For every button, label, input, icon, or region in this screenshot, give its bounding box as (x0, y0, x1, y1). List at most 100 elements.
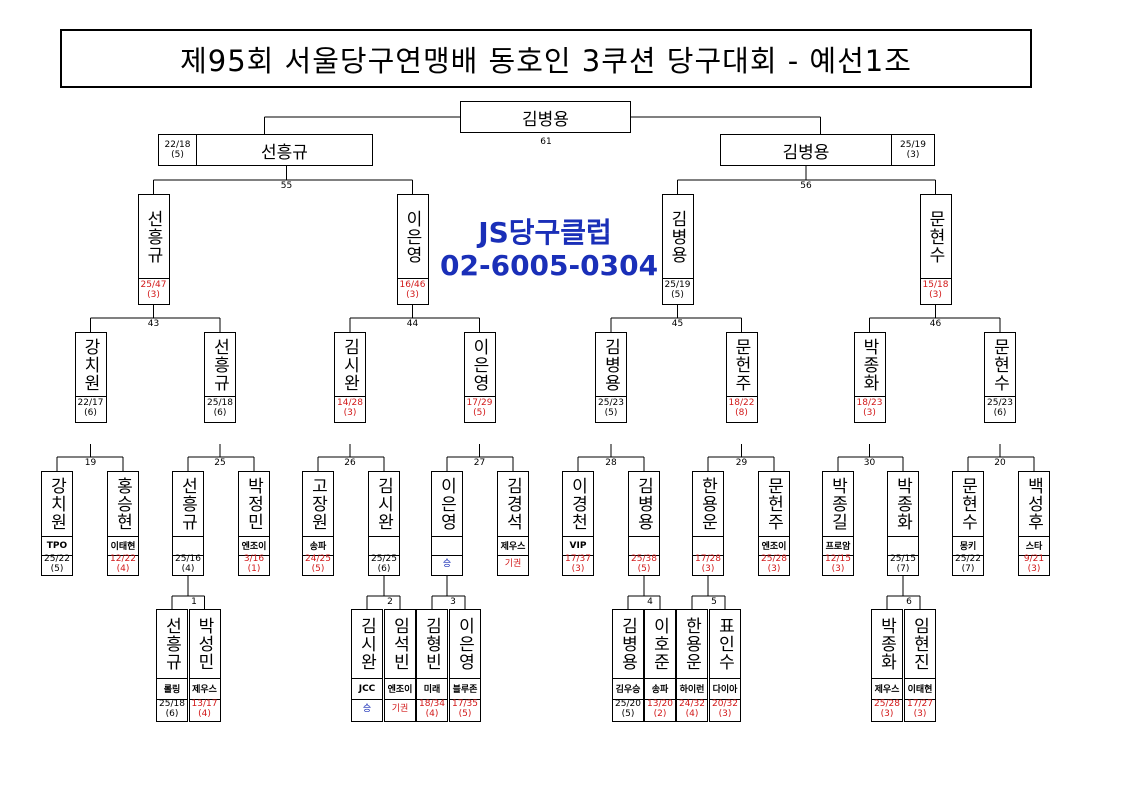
match-number: 28 (605, 458, 617, 468)
score-value: 12/15 (825, 554, 851, 564)
player-name-text: 백성후 (1023, 477, 1044, 531)
player-name-text: 표인수 (714, 617, 735, 671)
player-name-text: 한용운 (697, 477, 718, 531)
inning-count: (5) (637, 564, 651, 574)
score-value: 13/20 (647, 699, 673, 709)
score-value: 17/29 (466, 398, 493, 408)
score-cell: 25/25(6) (369, 553, 399, 575)
player-name: 이은영 (397, 195, 428, 279)
score-cell: 9/21(3) (1019, 553, 1049, 575)
score-value: 25/25 (371, 554, 397, 564)
score-cell: 25/28(3) (872, 697, 902, 721)
match-number: 27 (473, 458, 486, 468)
score-cell: 25/38(5) (629, 553, 659, 575)
player-name-text: 이은영 (402, 209, 422, 264)
score-value: 9/21 (1023, 554, 1045, 564)
score-value: 25/22 (44, 554, 70, 564)
player-name: 백성후 (1019, 472, 1049, 537)
score-cell: 25/47(3) (139, 276, 169, 304)
result-status: 기권 (391, 704, 409, 714)
inning-count: (3) (880, 709, 894, 719)
score-value: 12/22 (110, 554, 136, 564)
player-name: 김병용 (629, 472, 659, 537)
player-name: 한용운 (677, 610, 707, 679)
player-card: 김병용 25/38(5) (628, 471, 660, 576)
player-name: 선흥규 (157, 610, 187, 679)
final-winner-box: 김병용 (460, 101, 631, 133)
inning-count: (3) (767, 564, 781, 574)
score-cell: 25/15(7) (888, 553, 918, 575)
score-cell: 17/28(3) (693, 553, 723, 575)
score-cell: 18/34(4) (417, 697, 447, 721)
club-name: 엔조이 (385, 678, 415, 700)
player-name: 김병용 (596, 333, 626, 397)
inning-count: (5) (473, 408, 486, 418)
player-name: 김시완 (335, 333, 365, 397)
player-name: 김병용 (613, 610, 643, 679)
club-name: 스타 (1019, 536, 1049, 556)
player-name: 김형빈 (417, 610, 447, 679)
player-name: 김경석 (498, 472, 528, 537)
inning-count: (4) (116, 564, 130, 574)
player-name-text: 고장원 (307, 477, 328, 531)
inning-count: (7) (896, 564, 910, 574)
score-cell: 22/17(6) (76, 394, 106, 422)
player-card: 선흥규 25/18(6) (204, 332, 236, 423)
score-value: 25/19 (664, 280, 691, 290)
player-name-text: 김병용 (633, 477, 654, 531)
player-name: 선흥규 (138, 195, 169, 279)
player-name: 이은영 (464, 333, 495, 397)
score-cell: 15/18(3) (921, 276, 951, 304)
score-cell: 13/17(4) (190, 697, 220, 721)
score-cell: 25/23(6) (985, 394, 1015, 422)
score-cell: 25/22(7) (953, 553, 983, 575)
score-value: 25/28 (874, 699, 900, 709)
club-name: 몽키 (953, 536, 983, 556)
player-name-text: 박종화 (859, 337, 879, 392)
promo-phone: 02-6005-0304 (440, 249, 659, 282)
score-value: 24/32 (679, 699, 705, 709)
score-cell: 25/20(5) (613, 697, 643, 721)
player-name: 박종화 (888, 472, 918, 537)
player-name: 박정민 (239, 472, 269, 537)
inning-count: (6) (213, 408, 227, 418)
player-name-text: 홍승현 (112, 477, 133, 531)
match-number: 6 (906, 597, 912, 607)
score-value: 25/47 (140, 280, 167, 290)
score-cell: 17/37(3) (563, 553, 593, 575)
club-name: 미래 (417, 678, 447, 700)
player-name-text: 박종화 (892, 477, 913, 531)
player-name: 김시완 (352, 610, 382, 679)
score-value: 25/18 (207, 398, 233, 408)
score-cell: 24/25(5) (303, 553, 333, 575)
player-name-text: 선흥규 (209, 337, 230, 392)
inning-count: (5) (50, 564, 64, 574)
score-cell: 3/16(1) (239, 553, 269, 575)
club-name (629, 536, 659, 556)
player-name: 김병용 (662, 195, 693, 279)
player-name-text: 김형빈 (421, 617, 442, 671)
player-name-text: 박정민 (243, 477, 264, 531)
inning-count: (3) (701, 564, 715, 574)
score-cell: 18/22(8) (727, 394, 757, 422)
score-cell: 24/32(4) (677, 697, 707, 721)
inning-count: (6) (165, 709, 179, 719)
match-number: 55 (280, 181, 293, 191)
match-number: 29 (735, 458, 748, 468)
